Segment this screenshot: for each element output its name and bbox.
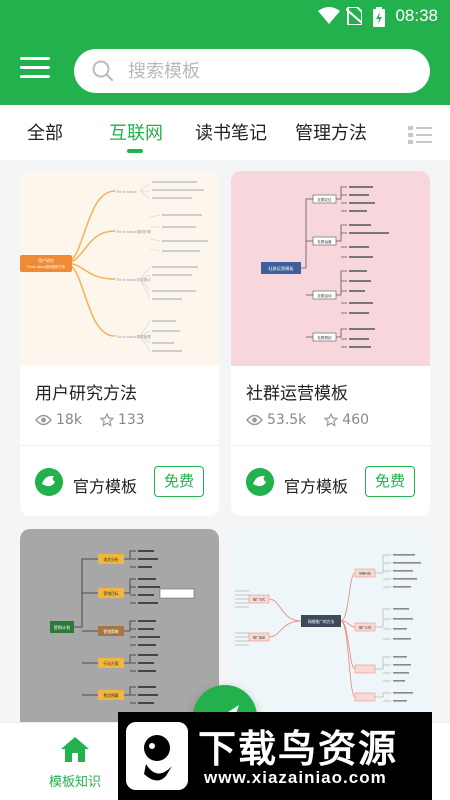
card-divider xyxy=(231,445,430,446)
star-icon xyxy=(324,413,339,427)
card-thumbnail: 推广方式 推广渠道 效果分析 推广计划 网络推广的方法 xyxy=(231,529,430,724)
mind-center-sub: Think about如何做好方法 xyxy=(26,264,65,269)
mind-node: 现状分析 xyxy=(103,557,118,562)
card-stats: 53.5k 460 xyxy=(246,412,369,428)
watermark-banner: 下载鸟资源 www.xiazainiao.com xyxy=(118,712,432,800)
card-divider xyxy=(20,445,219,446)
menu-icon[interactable] xyxy=(20,57,50,83)
template-source: 官方模板 xyxy=(284,477,349,496)
active-tab-indicator xyxy=(127,149,143,153)
tab-management[interactable]: 管理方法 xyxy=(295,123,367,144)
star-count: 460 xyxy=(342,412,370,428)
wifi-icon xyxy=(318,7,340,24)
home-icon xyxy=(61,737,89,762)
no-sim-icon xyxy=(346,7,362,25)
template-card[interactable]: 社群定位 社群运营 社群活动 社群规划 社群运营模板 社群运营模板 53.5k … xyxy=(231,171,430,516)
mind-center-label: 营销计划 xyxy=(54,624,71,631)
free-button[interactable]: 免费 xyxy=(365,466,415,497)
mind-node: 社群规划 xyxy=(318,335,332,340)
mind-node: Think about xyxy=(115,190,137,194)
mind-node: 社群活动 xyxy=(318,293,332,298)
star-count: 133 xyxy=(117,412,145,428)
card-title: 用户研究方法 xyxy=(35,384,137,404)
status-time: 08:38 xyxy=(395,6,438,25)
watermark-url: www.xiazainiao.com xyxy=(204,768,387,787)
eye-icon xyxy=(35,414,52,426)
star-icon xyxy=(99,413,114,427)
mind-node: 推广计划 xyxy=(359,625,371,630)
watermark-title: 下载鸟资源 xyxy=(198,727,399,771)
search-input[interactable] xyxy=(128,60,378,82)
mind-node: 推广渠道 xyxy=(253,635,265,640)
mind-node: 效果分析 xyxy=(359,571,371,576)
tab-all[interactable]: 全部 xyxy=(27,123,63,144)
mind-center-label: 社群运营模板 xyxy=(268,265,294,272)
view-count: 18k xyxy=(56,412,82,428)
mind-node: 推广方式 xyxy=(253,597,265,602)
mind-node: Think about需求管理 xyxy=(115,334,151,339)
mind-center-label: 网络推广的方法 xyxy=(308,619,335,624)
status-bar: 08:38 xyxy=(0,0,450,32)
view-count: 53.5k xyxy=(267,412,307,428)
battery-icon xyxy=(373,7,385,27)
brand-logo xyxy=(246,468,274,496)
template-card[interactable]: 用户研究 Think about如何做好方法 Think about Think… xyxy=(20,171,219,516)
bird-logo-icon xyxy=(126,722,188,790)
template-source: 官方模板 xyxy=(73,477,138,496)
nav-label: 模板知识 xyxy=(48,775,101,790)
app-header: 08:38 xyxy=(0,0,450,105)
nav-template-knowledge[interactable]: 模板知识 xyxy=(40,735,110,790)
tab-internet[interactable]: 互联网 xyxy=(109,123,163,144)
category-tabs: 全部 互联网 读书笔记 管理方法 xyxy=(0,105,450,160)
card-stats: 18k 133 xyxy=(35,412,145,428)
search-icon xyxy=(92,60,114,82)
eye-icon xyxy=(246,414,263,426)
card-thumbnail: 用户研究 Think about如何做好方法 Think about Think… xyxy=(20,171,219,366)
mind-node: Think about访谈要点 xyxy=(115,277,151,282)
free-button[interactable]: 免费 xyxy=(154,466,204,497)
mind-node: 行动方案 xyxy=(103,661,118,666)
mind-node: 社群运营 xyxy=(318,239,332,244)
card-thumbnail: 社群定位 社群运营 社群活动 社群规划 社群运营模板 xyxy=(231,171,430,366)
list-view-icon[interactable] xyxy=(408,125,432,145)
mind-center-label: 用户研究 xyxy=(38,257,54,263)
search-bar[interactable] xyxy=(74,49,430,93)
mind-node: Think about调研步骤 xyxy=(115,229,151,234)
mind-node: 费用预算 xyxy=(103,693,118,698)
mind-node: 营销目标 xyxy=(103,591,118,596)
card-thumbnail: 现状分析 营销目标 营销策略 行动方案 费用预算 营销计划 xyxy=(20,529,219,724)
mind-node: 营销策略 xyxy=(103,629,118,634)
card-title: 社群运营模板 xyxy=(246,384,348,404)
tab-reading-notes[interactable]: 读书笔记 xyxy=(195,123,267,144)
mind-node: 社群定位 xyxy=(318,197,332,202)
brand-logo xyxy=(35,468,63,496)
